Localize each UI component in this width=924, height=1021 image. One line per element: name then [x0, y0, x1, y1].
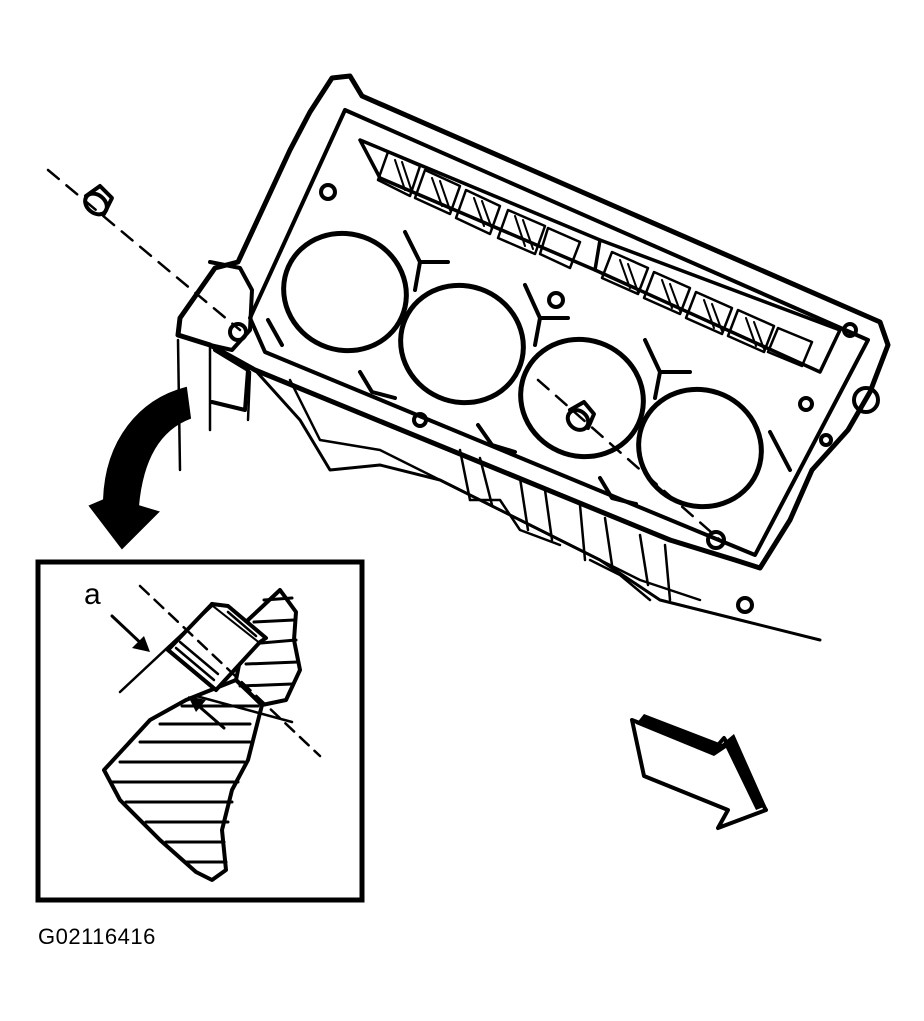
block-end-flange [208, 260, 254, 412]
direction-arrow-icon [630, 714, 768, 830]
block-section-hatched [102, 588, 302, 882]
dowel-pin-left [83, 184, 114, 217]
figure-id-label: G02116416 [38, 924, 156, 949]
coolant-passages [266, 183, 880, 614]
detail-reference-line-1 [118, 604, 214, 694]
dowel-alignment-line-left [46, 168, 242, 332]
dowel-hole-left [228, 322, 248, 342]
callout-label-a: a [84, 578, 101, 611]
detail-inset-frame [35, 559, 365, 903]
dowel-pins [46, 168, 726, 550]
curved-arrow-icon [88, 386, 192, 550]
dowel-hole-right [706, 530, 726, 550]
detail-inset: a [35, 559, 365, 903]
measurement-arrows [110, 614, 226, 730]
detail-dashed-axis [138, 584, 322, 758]
lifter-valley [358, 138, 842, 374]
cylinder-bores [281, 230, 764, 510]
block-skirt-inner [288, 378, 702, 602]
deck-face-border [248, 108, 870, 557]
detail-reference-line-2 [194, 694, 294, 724]
cylinder-bore-4 [636, 386, 764, 510]
cylinder-bore-2 [398, 282, 526, 406]
dowel-pin-right [565, 400, 596, 432]
block-deck-outline [175, 73, 891, 571]
cylinder-bore-3 [518, 336, 646, 460]
cylinder-bore-1 [281, 230, 409, 354]
block-ribs [458, 448, 672, 602]
dowel-alignment-line-right [536, 378, 722, 542]
engine-block [175, 73, 891, 642]
